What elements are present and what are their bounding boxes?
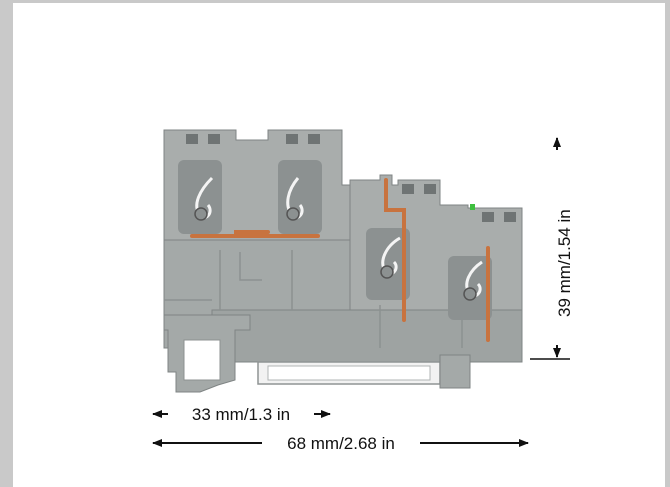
partial-width-dimension: 33 mm/1.3 in <box>152 405 331 424</box>
height-label: 39 mm/1.54 in <box>555 209 574 317</box>
height-dimension: 39 mm/1.54 in <box>530 137 574 360</box>
foot-cutout <box>183 339 221 381</box>
housing-detail-lines <box>164 250 463 348</box>
mounting-foot-right <box>439 354 471 389</box>
green-marker <box>470 204 475 210</box>
terminal-openings-lower <box>366 184 516 320</box>
spring-pivots <box>194 207 477 301</box>
total-width-dimension: 68 mm/2.68 in <box>152 434 529 453</box>
partial-width-label: 33 mm/1.3 in <box>192 405 290 424</box>
total-width-label: 68 mm/2.68 in <box>287 434 395 453</box>
terminal-block <box>163 129 523 393</box>
copper-busbars <box>190 178 490 342</box>
